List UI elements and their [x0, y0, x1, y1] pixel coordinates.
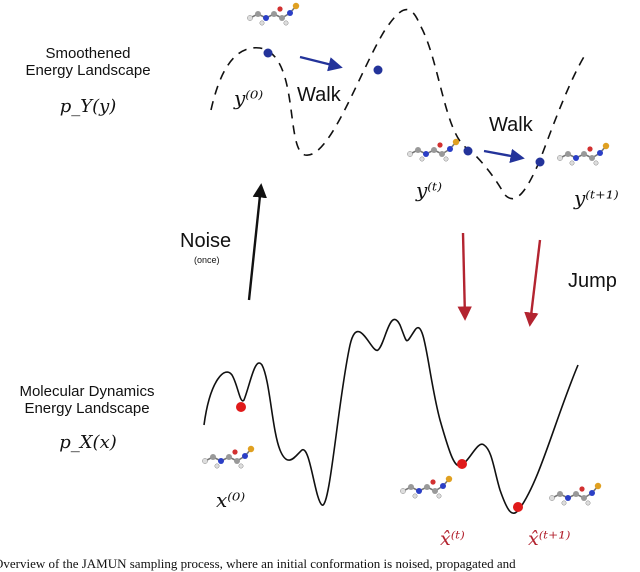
jump-label: Jump	[568, 270, 617, 292]
point-yt	[463, 146, 473, 156]
point-xt1-hat	[513, 502, 523, 512]
figure-caption: Overview of the JAMUN sampling process, …	[0, 556, 516, 571]
molecule-top	[246, 2, 301, 27]
md-density-label: p_X(x)	[59, 432, 117, 453]
y0-label: y⁽⁰⁾	[234, 86, 264, 110]
molecule-xt-hat	[399, 474, 454, 500]
smoothed-energy-curve	[210, 8, 586, 200]
noise-label: Noise	[180, 230, 232, 252]
xt-hat-label: x̂⁽ᵗ⁾	[440, 528, 465, 550]
walk-arrow-1	[299, 55, 343, 72]
molecule-yt1	[556, 142, 611, 166]
walk-label-2: Walk	[489, 114, 533, 136]
yt-label: y⁽ᵗ⁾	[416, 178, 443, 202]
point-yt1	[535, 157, 545, 167]
md-energy-curve	[203, 318, 579, 514]
point-y0	[263, 48, 273, 58]
smoothed-title-line2: Energy Landscape	[25, 62, 151, 79]
molecule-xt1-hat	[548, 481, 603, 507]
walk-label-1: Walk	[297, 84, 341, 106]
molecule-x0	[201, 444, 255, 470]
xt1-hat-label: x̂⁽ᵗ⁺¹⁾	[528, 528, 571, 550]
point-xt-hat	[457, 459, 467, 469]
smoothed-density-label: p_Y(y)	[59, 96, 117, 117]
noise-sublabel: (once)	[194, 255, 220, 265]
smoothed-title-line1: Smoothened	[45, 45, 131, 62]
jump-arrow-2	[524, 239, 542, 327]
x0-label: x⁽⁰⁾	[216, 488, 246, 512]
md-title-line2: Energy Landscape	[24, 400, 150, 417]
point-y-walk	[373, 65, 383, 75]
jump-arrow-1	[457, 232, 472, 321]
walk-arrow-2	[483, 148, 525, 163]
point-x0	[236, 402, 246, 412]
noise-arrow	[247, 183, 267, 301]
md-title-line1: Molecular Dynamics	[19, 383, 155, 400]
molecule-yt	[406, 138, 461, 162]
yt1-label: y⁽ᵗ⁺¹⁾	[574, 186, 619, 210]
